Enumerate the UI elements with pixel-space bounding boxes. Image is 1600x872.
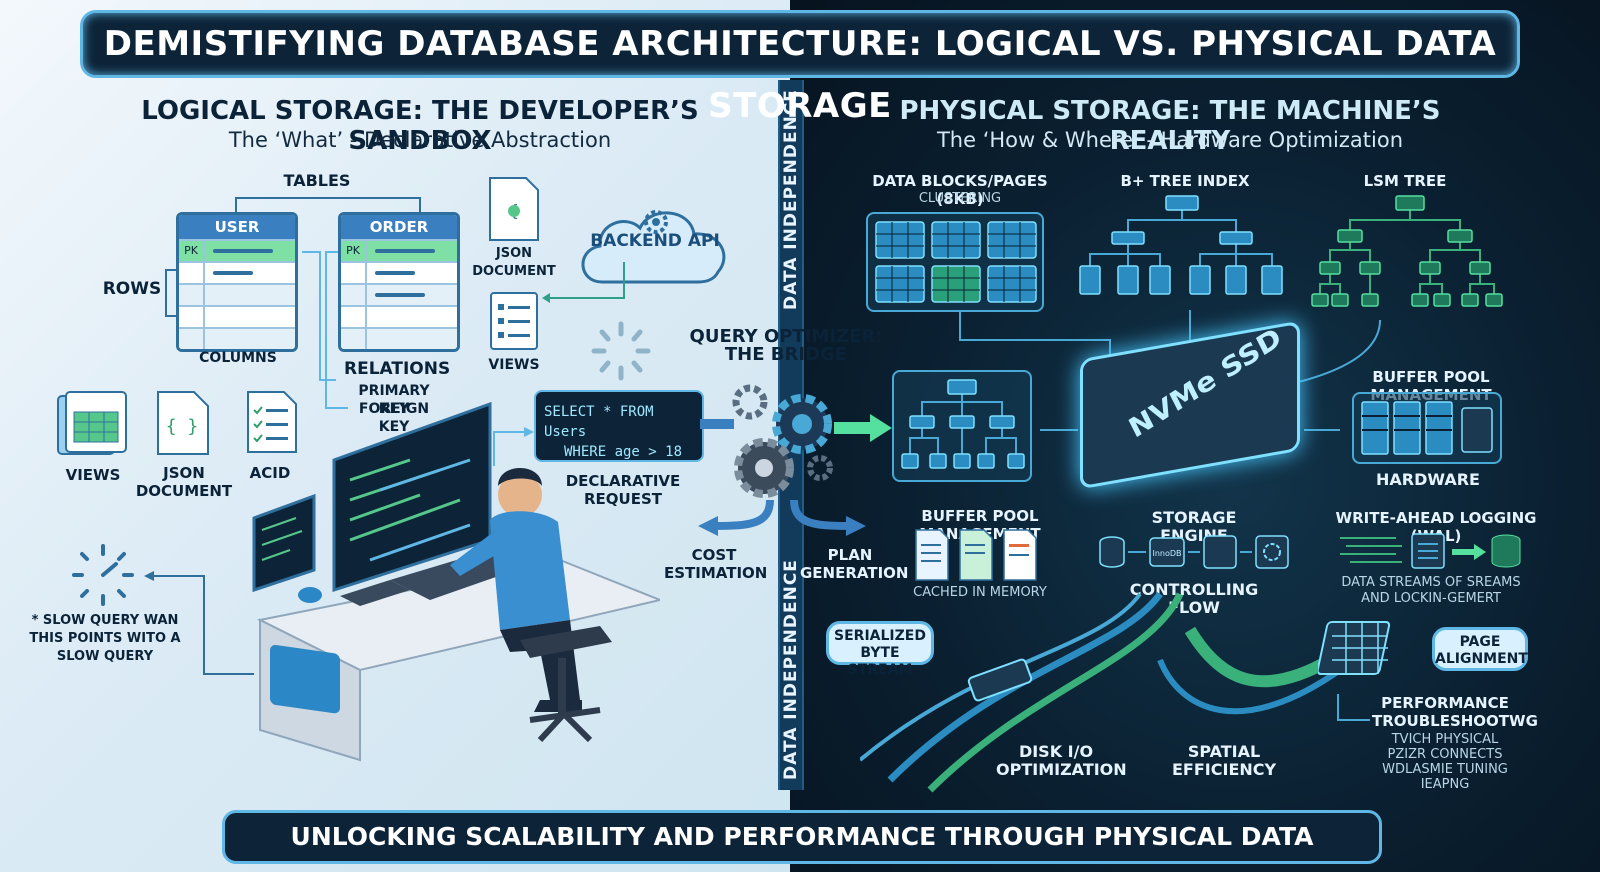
divider-label-bottom: DATA INDEPENDENCE <box>781 559 801 780</box>
primary-key-label: PRIMARY KEY <box>358 383 430 417</box>
btree-label: B+ TREE INDEX <box>1120 172 1250 190</box>
storage-engine-pipeline: InnoDB <box>1099 535 1289 569</box>
stopwatch-icon <box>72 544 134 606</box>
sql-line-2: WHERE age > 18 <box>564 444 683 460</box>
developer-workstation-illustration <box>252 401 660 762</box>
json-icon-label: JSON DOCUMENT <box>135 464 233 500</box>
acid-label: ACID <box>249 464 291 482</box>
loading-spinner-icon <box>591 321 651 381</box>
footer-banner: UNLOCKING SCALABILITY AND PERFORMANCE TH… <box>222 810 1382 872</box>
cost-estimation-label: COST ESTIMATION <box>664 546 768 582</box>
sql-line-1: SELECT * FROM Users <box>544 404 654 440</box>
foreign-key-label: FOREIGN KEY <box>358 401 430 435</box>
title-banner: DEMISTIFYING DATABASE ARCHITECTURE: LOGI… <box>80 10 1520 126</box>
rows-label: ROWS <box>102 279 162 299</box>
json-document-icon: { <box>489 177 539 241</box>
tables-label: TABLES <box>283 171 351 190</box>
clustering-label: CLUSTERING <box>918 191 1002 206</box>
slow-query-note: * SLOW QUERY WAN THIS POINTS WITO A SLOW… <box>29 613 181 664</box>
innodb-label: InnoDB <box>1152 549 1181 558</box>
views-spreadsheet-icon <box>57 391 127 455</box>
logical-subheading: The ‘What’ - Declarative Abstraction <box>228 128 612 152</box>
json-icon: { } <box>157 391 209 455</box>
views-doc-icon <box>490 292 538 350</box>
cpu-chip-icon <box>1318 621 1391 675</box>
physical-heading: PHYSICAL STORAGE: THE MACHINE’S REALITY <box>899 96 1441 156</box>
columns-label: COLUMNS <box>199 350 277 366</box>
logical-heading: LOGICAL STORAGE: THE DEVELOPER’S SANDBOX <box>141 96 699 156</box>
relations-label: RELATIONS <box>344 359 451 379</box>
views-label: VIEWS <box>488 357 540 373</box>
acid-checklist-icon <box>247 391 297 453</box>
lsm-tree-icon <box>1311 195 1503 307</box>
btree-index-icon <box>1079 195 1283 295</box>
footer-text: UNLOCKING SCALABILITY AND PERFORMANCE TH… <box>290 822 1314 872</box>
plan-generation-label: PLAN GENERATION <box>800 546 909 582</box>
backend-api-cloud <box>581 210 726 284</box>
pk-label: PK <box>179 241 205 261</box>
user-table: USER PK <box>176 212 298 352</box>
spatial-efficiency-label: SPATIAL EFFICIENCY <box>1172 742 1277 779</box>
physical-subheading: The ‘How & Where’ - Hardware Optimizatio… <box>936 128 1404 152</box>
disk-io-label: DISK I/O OPTIMIZATION <box>996 742 1127 779</box>
user-table-header: USER <box>179 215 295 239</box>
wal-stream-icon <box>1340 533 1521 569</box>
cached-pages-icon <box>915 529 1037 581</box>
svg-text:{ }: { } <box>166 416 199 437</box>
memory-tree-icon <box>901 379 1025 469</box>
controlling-flow-label: CONTROLLING FLOW <box>1129 580 1259 617</box>
json-document-label: JSON DOCUMENT <box>472 246 556 279</box>
tables-bracket <box>235 197 421 212</box>
data-pages-icons <box>875 221 1037 303</box>
perf-troubleshooting-sub: TVICH PHYSICAL PZIZR CONNECTS WDLASMIE T… <box>1382 732 1508 792</box>
backend-api-label: BACKEND API <box>590 231 720 251</box>
declarative-request-label: DECLARATIVE REQUEST <box>565 472 681 508</box>
wal-sub-label: DATA STREAMS OF SREAMS AND LOCKIN-GEMERT <box>1341 575 1521 606</box>
data-blocks-label: DATA BLOCKS/PAGES (8KB) <box>872 172 1048 208</box>
lsm-label: LSM TREE <box>1363 172 1447 190</box>
optimizer-gears-icon <box>700 384 892 498</box>
cached-in-memory-label: CACHED IN MEMORY <box>913 585 1047 600</box>
page-title: DEMISTIFYING DATABASE ARCHITECTURE: LOGI… <box>103 24 1497 126</box>
pk-label: PK <box>341 241 367 261</box>
serialized-byte-stream-badge: SERIALIZED BYTE STREAM <box>826 621 934 678</box>
relation-lines <box>302 251 348 409</box>
perf-troubleshooting-label: PERFORMANCE TROUBLESHOOTWG <box>1372 694 1538 730</box>
serialized-data-flow <box>860 591 1342 793</box>
bridge-arrows <box>698 499 866 536</box>
hardware-label: HARDWARE <box>1376 470 1480 489</box>
query-optimizer-title: QUERY OPTIMIZER: THE BRIDGE <box>689 326 883 365</box>
memory-modules-icon <box>1361 401 1493 455</box>
order-table: ORDER PK <box>338 212 460 352</box>
order-table-header: ORDER <box>341 215 457 239</box>
views-icon-label: VIEWS <box>65 466 121 484</box>
page-alignment-badge: PAGE ALIGNMENT <box>1432 627 1528 671</box>
sql-query-box: SELECT * FROM Users WHERE age > 18 <box>534 390 704 462</box>
